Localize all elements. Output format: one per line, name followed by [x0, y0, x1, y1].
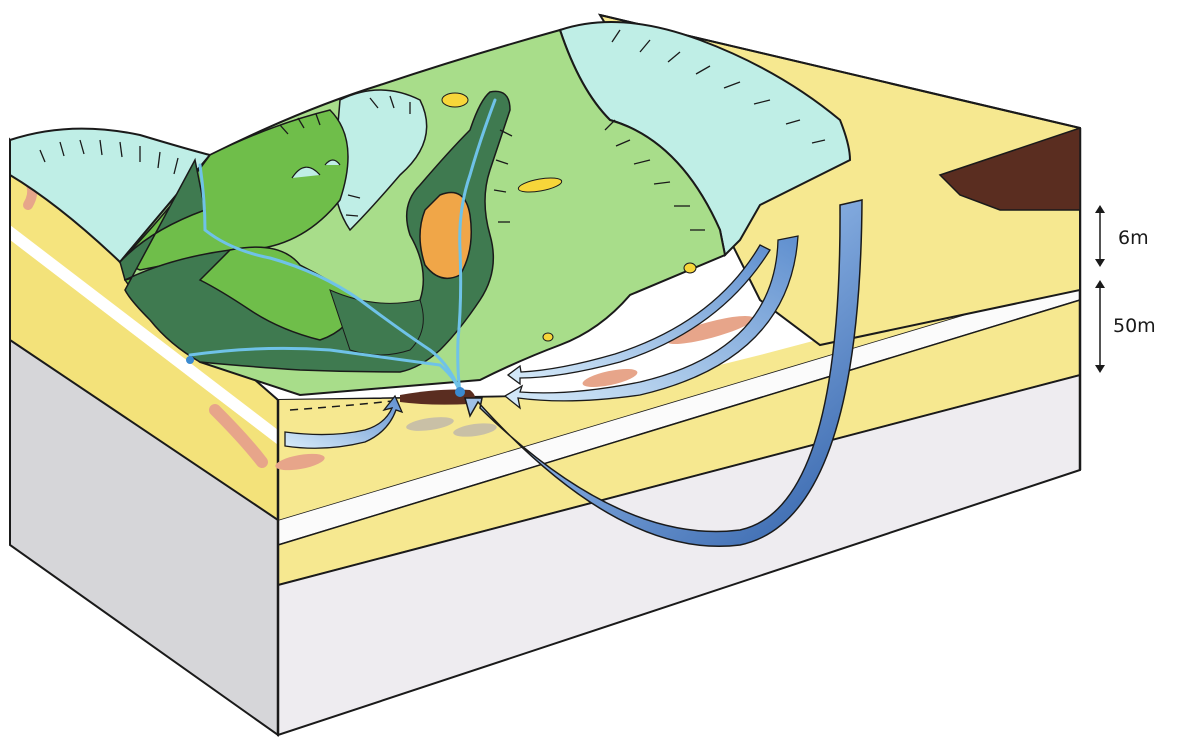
scale-label-50m: 50m: [1113, 315, 1156, 337]
scale-label-6m: 6m: [1118, 227, 1149, 249]
spring-left-marker: [186, 356, 194, 364]
spring-outlet-marker: [455, 387, 465, 397]
scale-bar-50m: 50m: [1095, 280, 1156, 373]
scale-bar-6m: 6m: [1095, 205, 1149, 267]
